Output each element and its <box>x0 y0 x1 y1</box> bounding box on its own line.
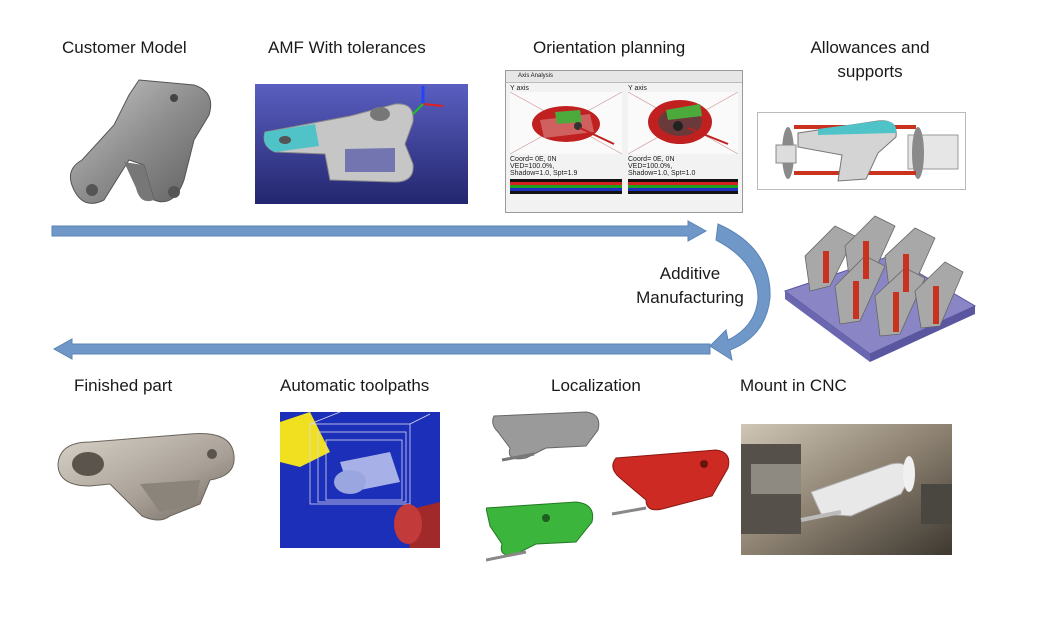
left-stats: Shadow=1.0, Spt=1.9 <box>510 170 578 177</box>
label-additive-line2: Manufacturing <box>636 288 744 307</box>
right-axis-label: Y axis <box>628 85 647 92</box>
amf-tolerances-image <box>255 84 468 204</box>
right-coords: Coord= 0E, 0N <box>628 156 675 163</box>
orientation-right-pane: Y axis Coord= 0E, 0N VED=100.0%, Shadow=… <box>628 85 738 209</box>
additive-build-plate-image <box>775 196 980 366</box>
label-allowances-supports: Allowances and supports <box>790 36 950 84</box>
left-axis-label: Y axis <box>510 85 529 92</box>
label-amf-tolerances: AMF With tolerances <box>268 38 426 57</box>
right-color-bars <box>628 179 738 194</box>
orientation-left-pane: Y axis Coord= 0E, 0N VED=100.0%, Shadow=… <box>510 85 622 209</box>
left-color-bars <box>510 179 622 194</box>
finished-part-image <box>50 424 240 534</box>
automatic-toolpaths-image <box>280 412 440 548</box>
orientation-window: Axis Analysis Y axis Coord= 0E, 0N VED=1… <box>505 70 743 213</box>
label-finished-part: Finished part <box>74 376 173 395</box>
label-allowances-line1: Allowances and <box>810 38 930 57</box>
customer-model-image <box>44 70 219 210</box>
label-automatic-toolpaths: Automatic toolpaths <box>280 376 430 395</box>
curved-flow-arrow <box>709 223 771 362</box>
right-stats: Shadow=1.0, Spt=1.0 <box>628 170 696 177</box>
label-additive-manufacturing: Additive Manufacturing <box>620 262 760 310</box>
label-localization: Localization <box>551 376 641 395</box>
bottom-flow-arrow <box>52 338 711 360</box>
label-customer-model: Customer Model <box>62 38 187 57</box>
orientation-window-titlebar: Axis Analysis <box>506 71 742 83</box>
right-ved: VED=100.0%, <box>628 163 673 170</box>
top-flow-arrow <box>51 220 708 242</box>
allowances-supports-image <box>757 112 966 190</box>
localization-image <box>486 404 736 570</box>
label-mount-cnc: Mount in CNC <box>740 376 847 395</box>
left-ved: VED=100.0%, <box>510 163 555 170</box>
label-additive-line1: Additive <box>659 264 721 283</box>
orientation-window-title: Axis Analysis <box>518 73 554 79</box>
label-allowances-line2: supports <box>837 62 903 81</box>
label-orientation-planning: Orientation planning <box>533 38 686 57</box>
left-coords: Coord= 0E, 0N <box>510 156 557 163</box>
mount-cnc-image <box>741 424 952 555</box>
